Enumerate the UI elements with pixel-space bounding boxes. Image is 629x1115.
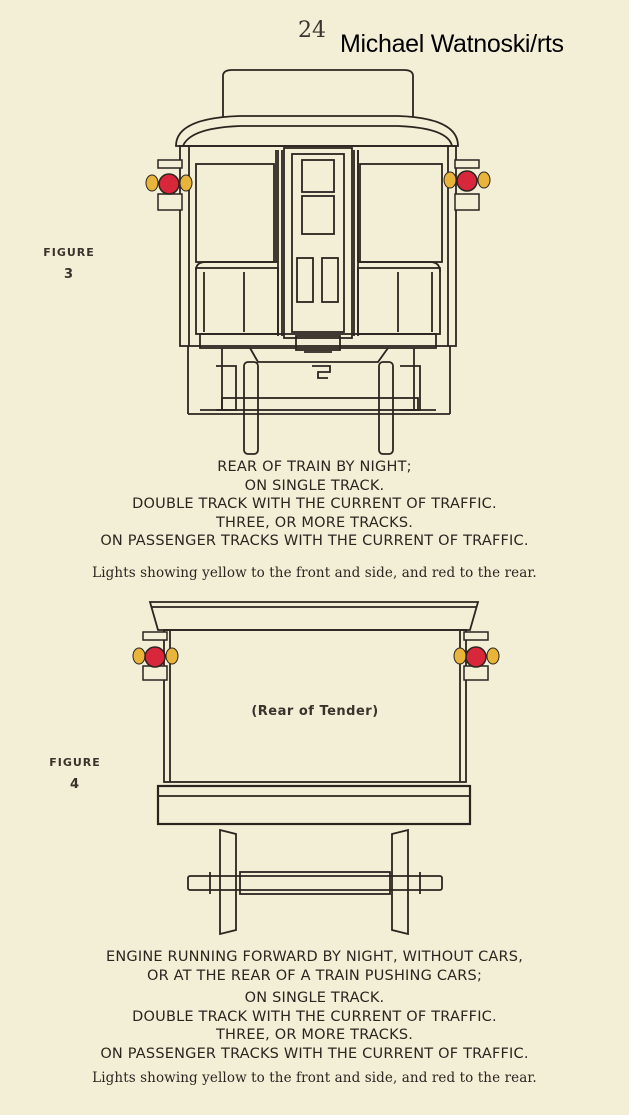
figure-3-caption: REAR OF TRAIN BY NIGHT; ON SINGLE TRACK.… xyxy=(0,458,629,551)
figure-3-caption-line: ON PASSENGER TRACKS WITH THE CURRENT OF … xyxy=(100,533,529,549)
figure-3-left-lamp xyxy=(145,159,193,211)
page-number: 24 xyxy=(298,18,326,43)
figure-4-tender-drawing xyxy=(132,601,500,936)
figure-4-label-text: Figure xyxy=(49,756,101,769)
figure-3-label: Figure 3 xyxy=(34,242,104,286)
figure-3-caption-line: ON SINGLE TRACK. xyxy=(244,477,385,494)
figure-3-caption-line: THREE, OR MORE TRACKS. xyxy=(215,514,414,531)
tender-label: (Rear of Tender) xyxy=(251,704,379,719)
figure-4-caption-line: DOUBLE TRACK WITH THE CURRENT OF TRAFFIC… xyxy=(132,1008,497,1025)
figure-3-caption-line: DOUBLE TRACK WITH THE CURRENT OF TRAFFIC… xyxy=(132,496,497,512)
figure-4-caption-line: ENGINE RUNNING FORWARD BY NIGHT, WITHOUT… xyxy=(106,949,523,965)
figure-3-number: 3 xyxy=(63,267,75,282)
figure-4-caption-line: THREE, OR MORE TRACKS. xyxy=(215,1027,414,1043)
figure-4-lights-note: Lights showing yellow to the front and s… xyxy=(92,1070,537,1086)
figure-3-label-text: Figure xyxy=(43,246,95,259)
figure-4-label: Figure 4 xyxy=(40,752,110,796)
figure-4-caption: ENGINE RUNNING FORWARD BY NIGHT, WITHOUT… xyxy=(0,948,629,1063)
figure-4-right-lamp xyxy=(453,631,500,681)
figure-3-rear-car-drawing xyxy=(145,69,491,455)
figure-4-caption-line: ON PASSENGER TRACKS WITH THE CURRENT OF … xyxy=(100,1045,529,1062)
figure-4-caption-line: OR AT THE REAR OF A TRAIN PUSHING CARS; xyxy=(146,967,483,984)
figure-4-caption-line: ON SINGLE TRACK. xyxy=(244,990,385,1006)
figure-3-lights-note: Lights showing yellow to the front and s… xyxy=(92,565,537,581)
figure-4-left-lamp xyxy=(132,631,179,681)
credit-watermark: Michael Watnoski/rts xyxy=(340,30,564,58)
figure-3-caption-line: REAR OF TRAIN BY NIGHT; xyxy=(217,459,412,475)
figure-3-right-lamp xyxy=(443,159,491,211)
figure-4-number: 4 xyxy=(69,777,81,792)
